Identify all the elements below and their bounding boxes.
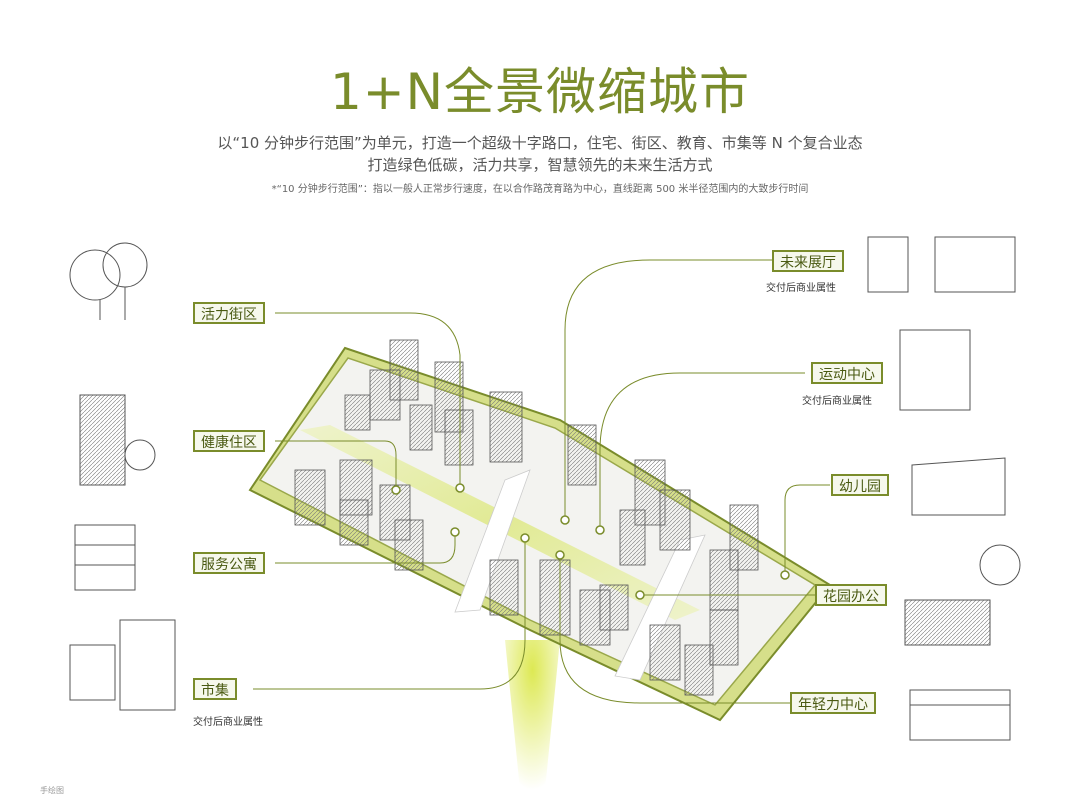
leader-lines: [253, 259, 830, 704]
label-garden-office: 花园办公: [815, 584, 887, 606]
label-future-hall: 未来展厅: [772, 250, 844, 272]
caption-sports-center: 交付后商业属性: [802, 396, 872, 407]
label-healthy-residence: 健康住区: [193, 430, 265, 452]
footnote: *“10 分钟步行范围”：指以一般人正常步行速度，在以合作路茂育路为中心，直线距…: [271, 184, 809, 195]
vignette-sketches: [69, 236, 1021, 741]
subtitle-line-2: 打造绿色低碳，活力共享，智慧领先的未来生活方式: [367, 156, 713, 174]
building-blocks: [294, 339, 759, 696]
leader-dots: [391, 483, 790, 600]
footer-note: 手绘图: [40, 786, 64, 795]
light-beam: [505, 640, 560, 790]
label-youth-center: 年轻力中心: [790, 692, 876, 714]
label-sports-center: 运动中心: [811, 362, 883, 384]
label-kindergarten: 幼儿园: [831, 474, 889, 496]
label-vitality-street: 活力街区: [193, 302, 265, 324]
label-service-apartment: 服务公寓: [193, 552, 265, 574]
page-title: 1+N全景微缩城市: [329, 63, 751, 121]
cross-road-2: [614, 534, 706, 681]
caption-future-hall: 交付后商业属性: [766, 283, 836, 294]
label-market: 市集: [193, 678, 237, 700]
caption-market: 交付后商业属性: [193, 717, 263, 728]
cross-road: [454, 469, 531, 613]
subtitle-line-1: 以“10 分钟步行范围”为单元，打造一个超级十字路口，住宅、街区、教育、市集等 …: [217, 134, 863, 152]
